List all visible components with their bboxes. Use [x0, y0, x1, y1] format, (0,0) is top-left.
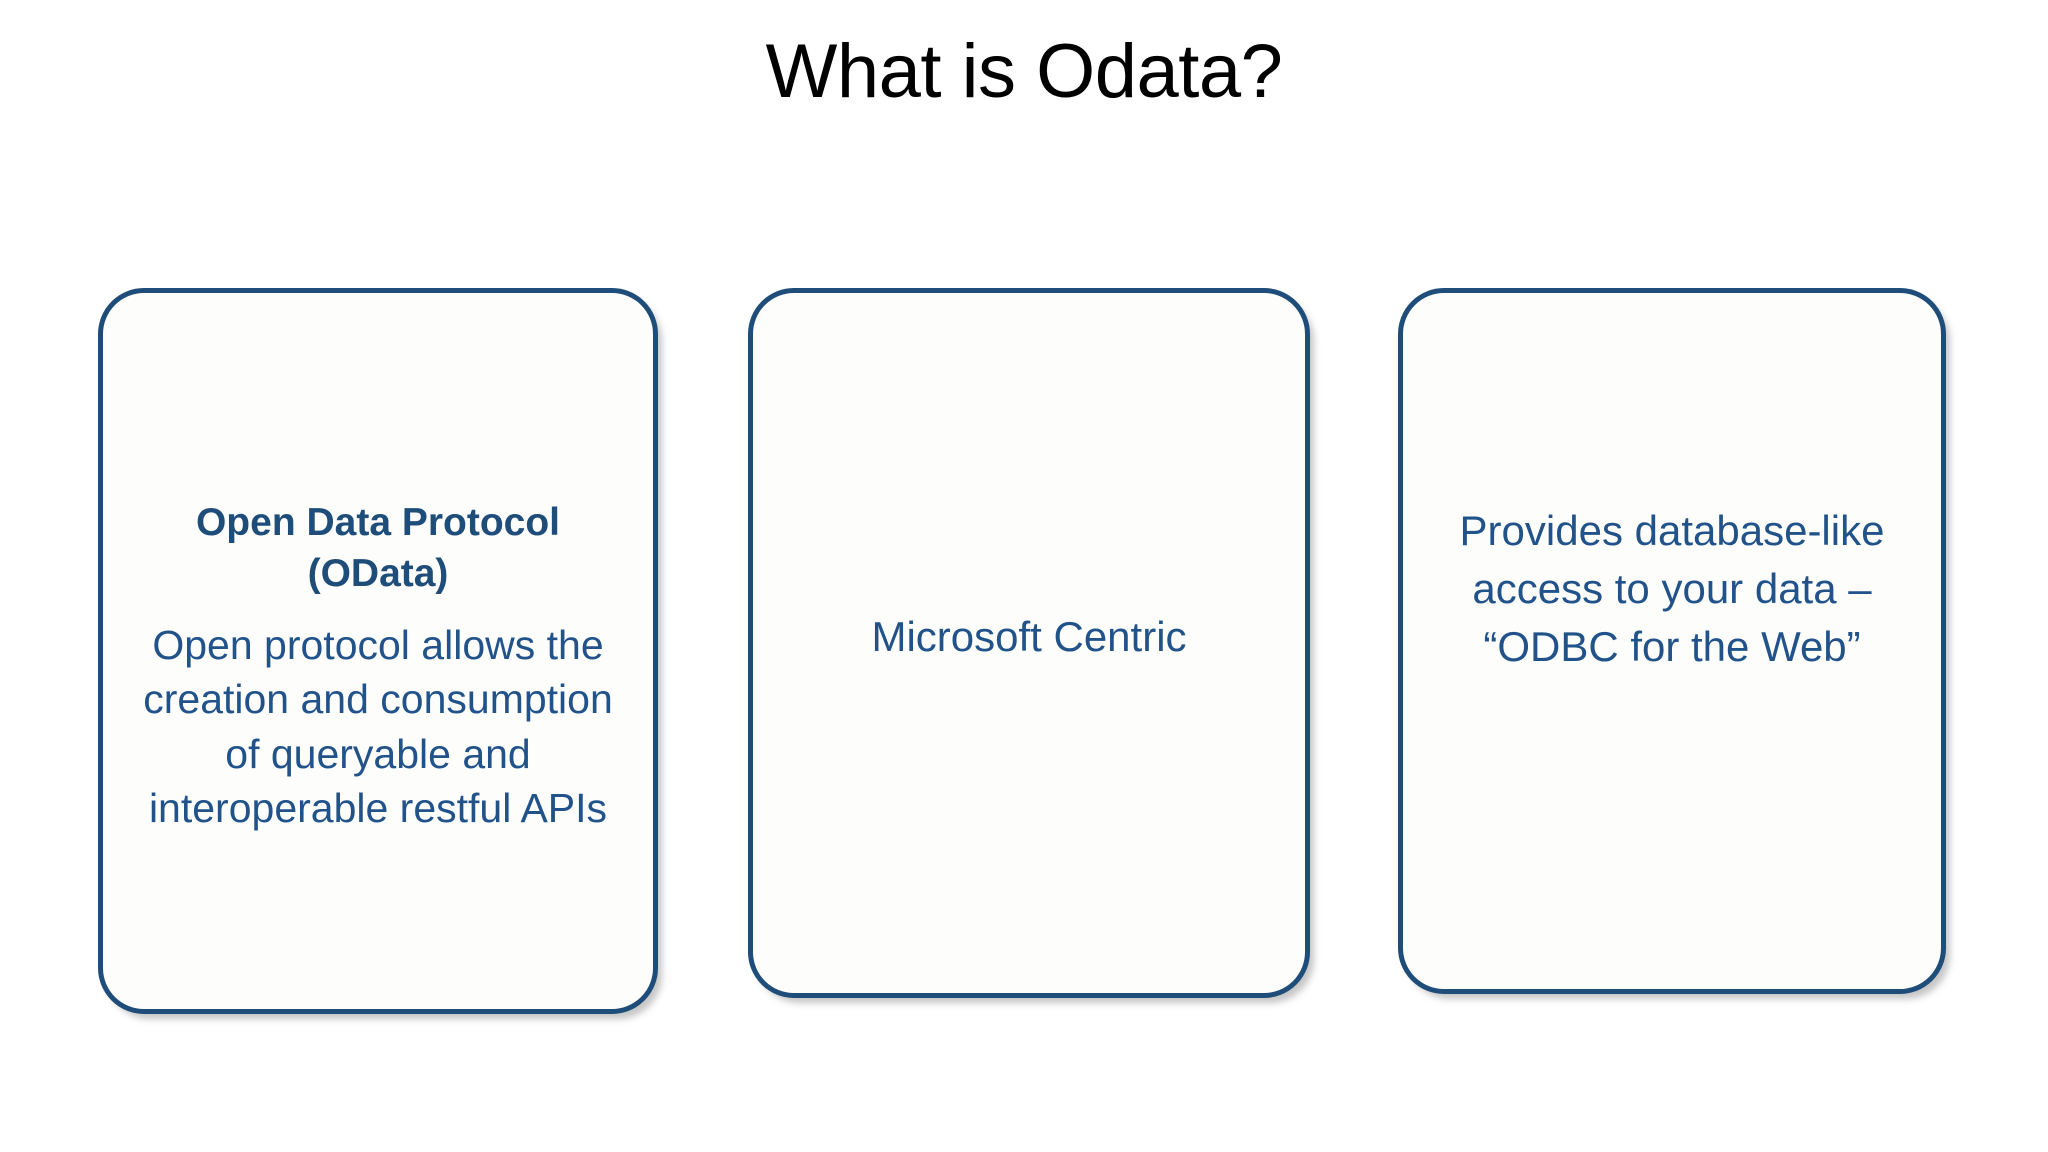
card-odbc-for-the-web[interactable]: Provides database-like access to your da…: [1398, 288, 1946, 994]
card-band: Open Data Protocol (OData) Open protocol…: [0, 288, 2048, 1018]
card-open-data-protocol[interactable]: Open Data Protocol (OData) Open protocol…: [98, 288, 658, 1014]
card-heading: Open Data Protocol (OData): [195, 501, 561, 595]
page-title: What is Odata?: [765, 29, 1283, 114]
card-content: Open Data Protocol (OData) Open protocol…: [103, 498, 653, 835]
card-content: Provides database-like access to your da…: [1403, 502, 1941, 676]
card-content: Microsoft Centric: [753, 609, 1305, 665]
card-body-text: Provides database-like access to your da…: [1459, 507, 1885, 670]
card-body-text: Microsoft Centric: [871, 613, 1187, 661]
card-body-text: Open protocol allows the creation and co…: [143, 621, 613, 832]
card-microsoft-centric[interactable]: Microsoft Centric: [748, 288, 1310, 998]
